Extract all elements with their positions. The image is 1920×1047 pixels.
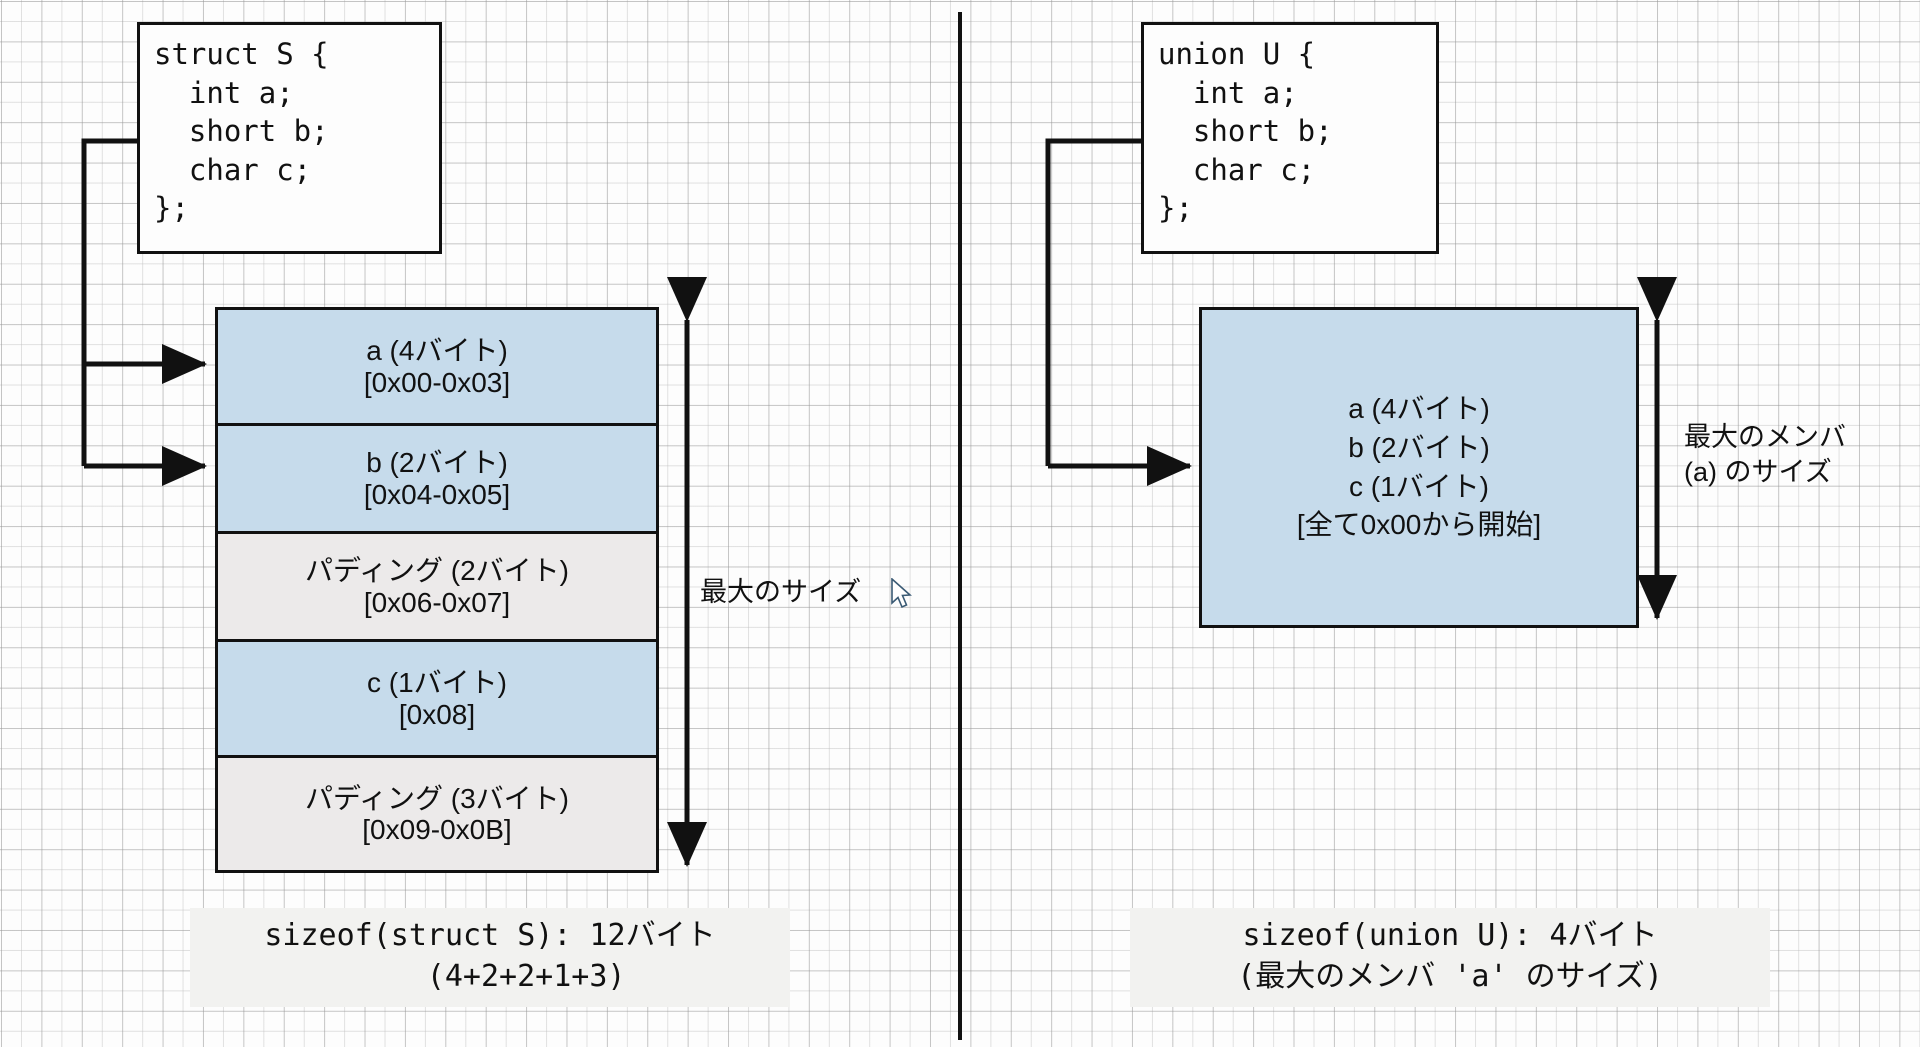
memory-row-range: [0x00-0x03]	[363, 366, 511, 398]
memory-row-range: [0x06-0x07]	[363, 586, 511, 618]
union-memory-layout: a (4バイト) b (2バイト) c (1バイト) [全て0x00から開始]	[1199, 307, 1639, 628]
memory-row-label: パディング (3バイト)	[304, 782, 570, 814]
struct-code-box: struct S { int a; short b; char c; };	[137, 22, 442, 254]
struct-memory-layout: a (4バイト) [0x00-0x03] b (2バイト) [0x04-0x05…	[215, 307, 659, 873]
struct-size-annotation: 最大のサイズ	[700, 577, 862, 607]
memory-row-c: c (1バイト) [0x08]	[218, 642, 656, 758]
union-code-box: union U { int a; short b; char c; };	[1141, 22, 1439, 254]
memory-row-label: c (1バイト)	[366, 667, 507, 699]
memory-row-padding-2: パディング (3バイト) [0x09-0x0B]	[218, 758, 656, 870]
memory-row-label: b (2バイト)	[366, 447, 508, 479]
mouse-pointer-icon	[891, 578, 912, 609]
memory-row-b: b (2バイト) [0x04-0x05]	[218, 426, 656, 534]
union-line-b: b (2バイト)	[1348, 431, 1490, 463]
struct-sizeof-caption: sizeof(struct S): 12バイト (4+2+2+1+3)	[190, 908, 790, 1007]
memory-row-label: a (4バイト)	[366, 335, 508, 367]
memory-row-label: パディング (2バイト)	[304, 555, 570, 587]
union-line-c: c (1バイト)	[1348, 470, 1489, 502]
memory-row-a: a (4バイト) [0x00-0x03]	[218, 310, 656, 426]
memory-row-range: [0x09-0x0B]	[362, 814, 512, 845]
union-line-a: a (4バイト)	[1348, 393, 1490, 425]
union-sizeof-caption: sizeof(union U): 4バイト (最大のメンバ 'a' のサイズ)	[1130, 908, 1770, 1007]
memory-row-range: [0x04-0x05]	[363, 478, 511, 510]
memory-row-range: [0x08]	[398, 698, 476, 730]
union-size-annotation: 最大のメンバ (a) のサイズ	[1684, 422, 1846, 487]
memory-row-padding-1: パディング (2バイト) [0x06-0x07]	[218, 534, 656, 642]
union-line-start: [全て0x00から開始]	[1296, 509, 1542, 541]
